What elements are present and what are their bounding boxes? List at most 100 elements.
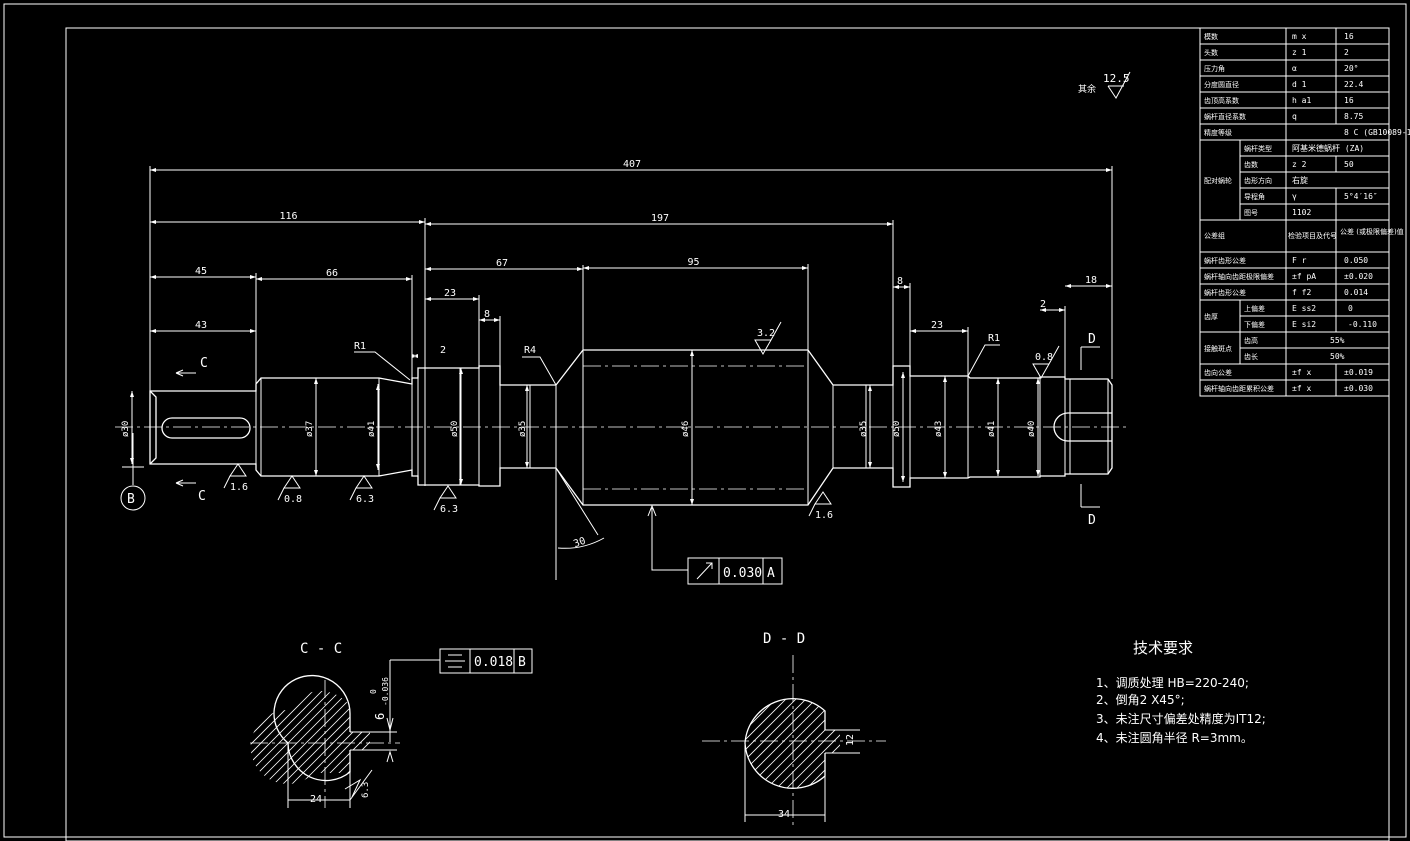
param-row-3-symbol: d 1 [1292, 80, 1307, 89]
section-dd-title: D - D [763, 631, 805, 647]
contact-group-label: 接触斑点 [1204, 344, 1232, 353]
diameter-label-8: ø43 [934, 421, 944, 437]
diameter-label-0: ø30 [121, 421, 131, 437]
roughness-value-0: 1.6 [230, 482, 248, 493]
diameter-label-10: ø40 [1027, 421, 1037, 437]
diameter-label-6: ø35 [859, 421, 869, 437]
tolerance-row-0-symbol: F r [1292, 256, 1307, 265]
param-row-2-label: 压力角 [1204, 64, 1225, 73]
tolerance-row-0-label: 蜗杆齿形公差 [1204, 256, 1246, 265]
param-row-0-symbol: m x [1292, 32, 1307, 41]
radius-leaders: R1 R4 R1 [354, 333, 1000, 386]
param-row-0-value: 16 [1344, 32, 1354, 41]
roughness-value-2: 6.3 [356, 494, 374, 505]
diameter-label-2: ø41 [367, 421, 377, 437]
tolerance-row-1-label: 蜗杆轴向齿距极限偏差 [1204, 272, 1274, 281]
contact-row-1-value: 50% [1330, 352, 1345, 361]
roughness-value-5: 1.6 [815, 510, 833, 521]
section-cc-width: 24 [310, 794, 322, 805]
dim-2-right: 2 [1040, 299, 1046, 310]
radius-r1-right: R1 [988, 333, 1000, 344]
section-cc-key: 6 [373, 713, 387, 720]
roughness-value-3: 6.3 [440, 504, 458, 515]
tail-row-1-label: 蜗杆轴向齿距累积公差 [1204, 384, 1274, 393]
param-row-3-value: 22.4 [1344, 80, 1363, 89]
runout-frame: 0.030 A [647, 504, 783, 585]
mating-row-2-symbol: 右旋 [1292, 175, 1308, 185]
tolerance-row-2-label: 蜗杆齿形公差 [1204, 288, 1246, 297]
deviation-row-0-value: 0 [1348, 304, 1353, 313]
dim-67: 67 [496, 258, 508, 269]
shaft-outline [115, 349, 1130, 506]
section-c-bottom: C [198, 489, 206, 504]
section-dd-key: 12 [845, 734, 856, 746]
section-dd: D - D 34 12 [702, 631, 886, 825]
section-d-top: D [1088, 332, 1096, 347]
tolerance-row-2-value: 0.014 [1344, 288, 1368, 297]
tolerance-header-value: 公差 (或极限偏差)值 [1340, 227, 1404, 236]
param-row-4-value: 16 [1344, 96, 1354, 105]
angle-30-label: 30 [572, 536, 587, 550]
tail-row-0-symbol: ±f x [1292, 368, 1311, 377]
deviation-row-1-value: -0.110 [1348, 320, 1377, 329]
angle-dimension: 30 [555, 467, 605, 580]
left-keyway [161, 417, 251, 439]
roughness-value-1: 0.8 [284, 494, 302, 505]
contact-row-1-label: 齿长 [1244, 352, 1258, 361]
tolerance-header-item: 检验项目及代号 [1288, 231, 1337, 240]
param-row-5-symbol: q [1292, 112, 1297, 121]
tech-title: 技术要求 [1133, 639, 1193, 657]
tolerance-row-1-value: ±0.020 [1344, 272, 1373, 281]
param-row-2-value: 20° [1344, 64, 1358, 73]
section-marker-c: C C [175, 356, 208, 504]
mating-row-0-symbol: 阿基米德蜗杆 (ZA) [1292, 143, 1364, 153]
dim-18: 18 [1085, 275, 1097, 286]
contact-row-0-label: 齿高 [1244, 336, 1258, 345]
symmetry-value: 0.018 [474, 655, 513, 670]
param-row-4-symbol: h a1 [1292, 96, 1311, 105]
deviation-row-0-label: 上偏差 [1244, 304, 1265, 313]
roughness-value-4: 3.2 [757, 328, 775, 339]
tolerance-row-2-symbol: f f2 [1292, 288, 1311, 297]
technical-requirements: 技术要求 1、调质处理 HB=220-240; 2、倒角2 X45°; 3、未注… [1096, 639, 1266, 745]
section-d-bottom: D [1088, 513, 1096, 528]
param-row-1-symbol: z 1 [1292, 48, 1307, 57]
shaft-top-profile [149, 349, 1113, 506]
diameter-label-5: ø46 [681, 421, 691, 437]
deviation-row-0-symbol: E ss2 [1292, 304, 1316, 313]
radius-r1-left: R1 [354, 341, 366, 352]
mating-row-1-value: 50 [1344, 160, 1354, 169]
mating-row-0-label: 蜗杆类型 [1244, 144, 1272, 153]
section-c-top: C [200, 356, 208, 371]
dim-95: 95 [688, 257, 700, 268]
param-row-5-label: 蜗杆直径系数 [1204, 112, 1246, 121]
param-row-5-value: 8.75 [1344, 112, 1363, 121]
param-row-1-label: 头数 [1204, 48, 1218, 57]
mating-row-1-label: 齿数 [1244, 160, 1258, 169]
datum-b: B [120, 433, 146, 511]
roughness-symbol [1107, 71, 1131, 99]
right-keyway [1053, 412, 1112, 442]
runout-datum: A [767, 566, 775, 581]
section-dd-width: 34 [778, 809, 790, 820]
tail-row-0-label: 齿向公差 [1204, 368, 1232, 377]
dim-43: 43 [195, 320, 207, 331]
shaft-step-lines [255, 350, 1109, 505]
tail-row-1-symbol: ±f x [1292, 384, 1311, 393]
dim-23-left: 23 [444, 288, 456, 299]
diameter-label-3: ø50 [450, 421, 460, 437]
tech-item-2: 2、倒角2 X45°; [1096, 693, 1185, 707]
tail-row-0-value: ±0.019 [1344, 368, 1373, 377]
tech-item-4: 4、未注圆角半径 R=3mm。 [1096, 730, 1253, 745]
diameter-label-1: ø37 [305, 421, 315, 437]
deviation-group-label: 齿厚 [1204, 313, 1218, 321]
section-cc-tol-bottom: -0.036 [381, 677, 390, 706]
mating-row-1-symbol: z 2 [1292, 160, 1307, 169]
dim-8-right: 8 [897, 276, 903, 287]
tech-item-3: 3、未注尺寸偏差处精度为IT12; [1096, 711, 1266, 726]
tolerance-row-1-symbol: ±f pA [1292, 272, 1316, 281]
shaft-left-end [149, 390, 157, 465]
